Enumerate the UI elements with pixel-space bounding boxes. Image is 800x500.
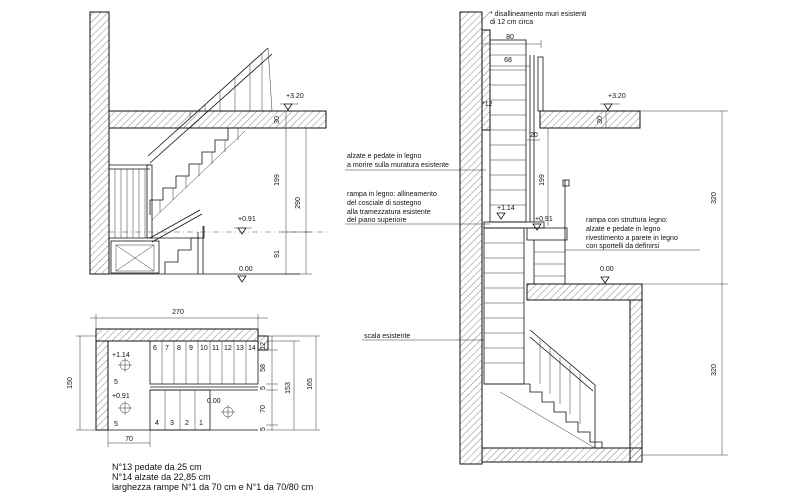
note-top-2: di 12 cm circa bbox=[490, 19, 533, 26]
plan-step-9: 9 bbox=[189, 345, 193, 352]
right-dim-320-top: 320 bbox=[711, 192, 718, 204]
note-c-line-2: alzate e pedate in legno bbox=[586, 226, 660, 233]
plan-step-10: 10 bbox=[200, 345, 208, 352]
left-level-base: 0.00 bbox=[239, 266, 253, 273]
plan-left-wall bbox=[95, 340, 109, 431]
right-level-top: +3.20 bbox=[608, 93, 626, 100]
plan-dim-12: 12 bbox=[260, 342, 267, 350]
plan-dim-153: 153 bbox=[285, 382, 292, 394]
under-stair-cabinet bbox=[110, 240, 160, 274]
upper-slab bbox=[108, 110, 327, 129]
right-upper-slab bbox=[539, 110, 641, 129]
plan-step-12: 12 bbox=[224, 345, 232, 352]
note-d: scala esistente bbox=[364, 333, 410, 340]
plan-level-landing: +0.91 bbox=[112, 393, 130, 400]
plan-level-markers: +1.14 +0.91 0.00 5 5 bbox=[112, 352, 235, 428]
dim-upper: 199 bbox=[274, 174, 281, 186]
left-wall bbox=[89, 11, 110, 275]
plan-dimensions: 270 150 70 12 58 5 70 5 153 165 bbox=[67, 309, 320, 447]
right-level-base: 0.00 bbox=[600, 266, 614, 273]
plan-step-11: 11 bbox=[212, 345, 219, 352]
right-level-mid-a: +1.14 bbox=[497, 205, 515, 212]
plan-step-3: 3 bbox=[170, 420, 174, 427]
dim-total: 290 bbox=[295, 197, 302, 209]
leader-lines bbox=[345, 11, 700, 341]
plan-step-6: 6 bbox=[153, 345, 157, 352]
note-a-line-2: a morire sulla muratura esistente bbox=[347, 162, 449, 169]
right-level-markers: +3.20 +1.14 +0.91 0.00 bbox=[496, 93, 626, 284]
note-top-1: * disallineamento muri esistenti bbox=[490, 11, 587, 18]
plan-dim-58: 58 bbox=[260, 364, 267, 372]
left-level-mid: +0.91 bbox=[238, 216, 256, 223]
plan-dim-5b: 5 bbox=[260, 427, 267, 431]
plan-height-left: 150 bbox=[67, 377, 74, 389]
right-dim-80: 80 bbox=[506, 34, 514, 41]
plan-width-top: 270 bbox=[172, 309, 184, 316]
plan-level-upper: +1.14 bbox=[112, 352, 130, 359]
right-dim-20: 20 bbox=[530, 132, 538, 139]
plan-lower-flight bbox=[149, 389, 211, 431]
stair-notes: N°13 pedate da 25 cm N°14 alzate da 22,8… bbox=[112, 462, 313, 492]
right-landing bbox=[483, 179, 570, 284]
right-dim-68: 68 bbox=[504, 57, 512, 64]
plan-mark-5-lower: 5 bbox=[114, 421, 118, 428]
right-lower-wall bbox=[629, 299, 643, 463]
right-lower-flight bbox=[483, 227, 530, 385]
plan-step-1: 1 bbox=[199, 420, 203, 427]
lower-stair-steps bbox=[164, 226, 205, 274]
plan-step-2: 2 bbox=[185, 420, 189, 427]
note-b-line-4: del piano superiore bbox=[347, 217, 407, 224]
notes-line-3: larghezza rampe N°1 da 70 cm e N°1 da 70… bbox=[112, 482, 314, 492]
left-section: +3.20 +0.91 0.00 30 199 290 91 bbox=[89, 11, 330, 283]
right-upper-flight bbox=[489, 39, 544, 223]
left-dimensions: 30 199 290 91 bbox=[274, 110, 312, 275]
note-a-line-1: alzate e pedate in legno bbox=[347, 153, 421, 160]
right-dimensions: 80 68 *12 20 30 199 320 320 bbox=[481, 34, 728, 456]
upper-stair-steps bbox=[149, 127, 246, 221]
right-dim-199: 199 bbox=[539, 174, 546, 186]
right-mid-slab bbox=[526, 283, 643, 301]
right-bottom-slab bbox=[481, 447, 643, 463]
stair-plan: 6 7 8 9 10 11 12 13 14 4 3 2 1 +1.14 +0.… bbox=[67, 309, 320, 447]
upper-railing bbox=[147, 47, 273, 164]
note-c-line-1: rampa con struttura legno: bbox=[586, 217, 668, 224]
plan-mark-5-upper: 5 bbox=[114, 379, 118, 386]
right-section: +3.20 +1.14 +0.91 0.00 80 68 *12 20 30 1… bbox=[345, 11, 728, 465]
right-level-mid-b: +0.91 bbox=[535, 216, 553, 223]
note-c-line-3: rivestimento a parete in legno bbox=[586, 235, 678, 242]
lower-railing bbox=[109, 164, 203, 243]
dim-lower: 91 bbox=[274, 250, 281, 258]
right-wall bbox=[459, 11, 483, 465]
note-b-line-1: rampa in legno: allineamento bbox=[347, 191, 437, 198]
right-dim-30: 30 bbox=[597, 116, 604, 124]
plan-step-7: 7 bbox=[165, 345, 169, 352]
plan-step-4: 4 bbox=[155, 420, 159, 427]
left-level-top: +3.20 bbox=[286, 93, 304, 100]
plan-dim-70: 70 bbox=[260, 405, 267, 413]
right-partition bbox=[481, 29, 491, 131]
plan-step-14: 14 bbox=[248, 345, 256, 352]
plan-bottom-width: 70 bbox=[125, 436, 133, 443]
note-b-line-2: del cosciale di sostegno bbox=[347, 200, 421, 207]
plan-dim-5a: 5 bbox=[260, 386, 267, 390]
plan-step-8: 8 bbox=[177, 345, 181, 352]
right-dim-320-bottom: 320 bbox=[711, 364, 718, 376]
right-dim-12: *12 bbox=[482, 101, 493, 108]
note-b-line-3: alla tramezzatura esistente bbox=[347, 209, 431, 216]
dim-slab: 30 bbox=[274, 116, 281, 124]
note-c-line-4: con sportelli da definirsi bbox=[586, 243, 660, 250]
notes-line-2: N°14 alzate da 22,85 cm bbox=[112, 472, 211, 482]
plan-step-13: 13 bbox=[236, 345, 244, 352]
notes-line-1: N°13 pedate da 25 cm bbox=[112, 462, 202, 472]
plan-dim-165: 165 bbox=[307, 378, 314, 390]
plan-top-wall bbox=[95, 328, 259, 342]
plan-level-floor: 0.00 bbox=[207, 398, 221, 405]
existing-stair bbox=[499, 329, 603, 449]
